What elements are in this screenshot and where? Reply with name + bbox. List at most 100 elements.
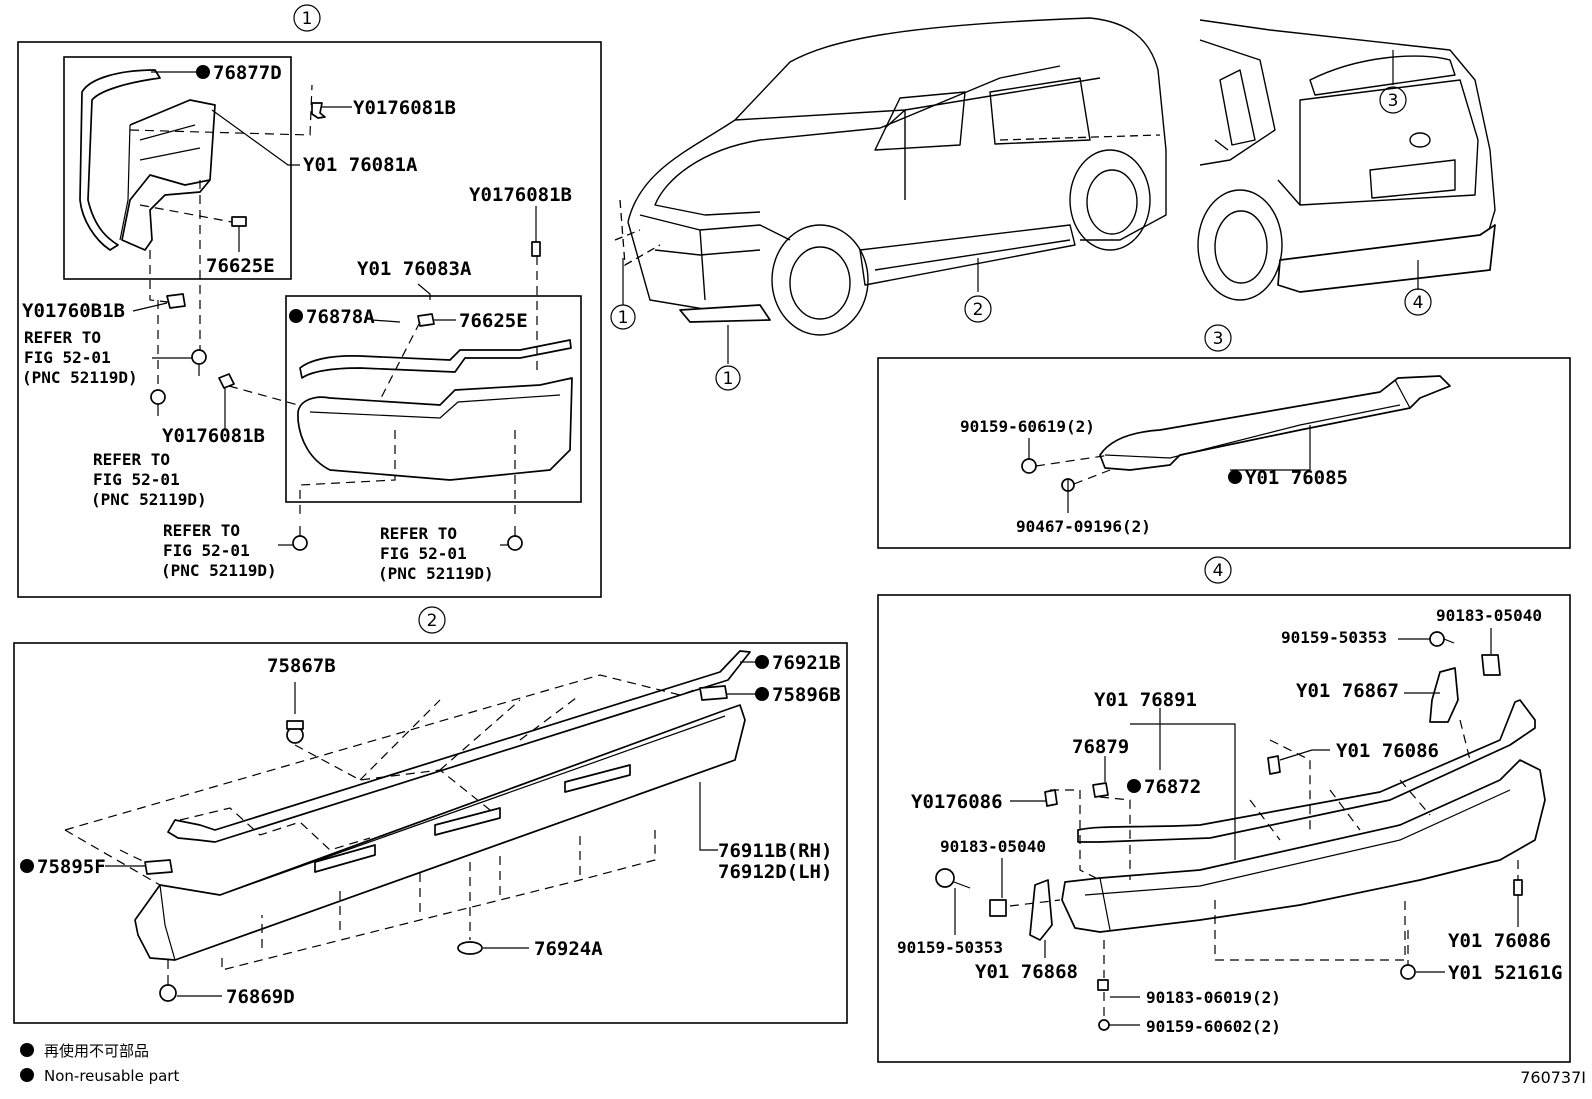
part-Y0176086-b: Y0176086 <box>911 791 1003 813</box>
part-76912D-LH: 76912D(LH) <box>718 861 832 883</box>
part-75896B: 75896B <box>772 684 841 706</box>
rear-lower-spoiler <box>1061 759 1546 933</box>
refer-note-b: REFER TO FIG 52-01 (PNC 52119D) <box>91 450 207 509</box>
part-Y0176891: Y01 76891 <box>1094 689 1197 711</box>
non-reusable-dot <box>20 859 34 873</box>
section1-callout: 1 <box>293 4 321 32</box>
rear-spoiler <box>1099 375 1451 471</box>
s4-labels: 90183-05040 90159-50353 Y01 76867 Y01 76… <box>897 606 1562 1036</box>
part-76879: 76879 <box>1072 736 1129 758</box>
section2-callout: 2 <box>418 606 446 634</box>
part-76924A: 76924A <box>534 938 603 960</box>
part-90183-05040-a: 90183-05040 <box>1436 606 1542 625</box>
svg-text:FIG 52-01: FIG 52-01 <box>24 348 111 367</box>
part-Y0176867: Y01 76867 <box>1296 680 1399 702</box>
part-Y0176083A: Y01 76083A <box>357 258 472 280</box>
part-Y0176081B-a: Y0176081B <box>353 97 456 119</box>
legend-text-en: Non-reusable part <box>44 1067 179 1085</box>
s4-fasteners <box>935 631 1523 1031</box>
part-Y0176085: Y01 76085 <box>1245 467 1348 489</box>
part-75867B: 75867B <box>267 655 336 677</box>
non-reusable-dot <box>755 655 769 669</box>
s3-labels: 90159-60619(2) Y01 76085 90467-09196(2) <box>960 417 1348 536</box>
non-reusable-dot <box>289 309 303 323</box>
svg-text:(PNC 52119D): (PNC 52119D) <box>378 564 494 583</box>
refer-note-d: REFER TO FIG 52-01 (PNC 52119D) <box>378 524 494 583</box>
callout-front-spoiler-1: 1 <box>715 365 741 391</box>
legend: 再使用不可部品 Non-reusable part <box>20 1042 179 1085</box>
part-Y0176081B-c: Y01760B1B <box>22 300 125 322</box>
part-90467-09196: 90467-09196(2) <box>1016 517 1151 536</box>
part-Y0176868: Y01 76868 <box>975 961 1078 983</box>
section1-inner-frame-lower <box>285 295 582 503</box>
section3-frame <box>877 357 1571 549</box>
svg-text:3: 3 <box>1388 91 1399 111</box>
svg-text:1: 1 <box>723 369 734 389</box>
svg-text:(PNC 52119D): (PNC 52119D) <box>161 561 277 580</box>
part-90159-60619: 90159-60619(2) <box>960 417 1095 436</box>
refer-note-a: REFER TO FIG 52-01 (PNC 52119D) <box>22 328 138 387</box>
part-90159-60602: 90159-60602(2) <box>1146 1017 1281 1036</box>
part-76921B: 76921B <box>772 652 841 674</box>
s1-labels: 76877D Y0176081B Y01 76081A 76625E Y0176… <box>22 62 572 583</box>
section1-inner-frame-upper <box>63 56 292 280</box>
legend-text-ja: 再使用不可部品 <box>44 1042 149 1060</box>
svg-text:(PNC 52119D): (PNC 52119D) <box>91 490 207 509</box>
svg-text:4: 4 <box>1213 561 1224 581</box>
svg-text:FIG 52-01: FIG 52-01 <box>93 470 180 489</box>
s1-fasteners <box>150 102 541 551</box>
part-76911B-RH: 76911B(RH) <box>718 840 832 862</box>
callout-rear-spoiler-3: 3 <box>1379 86 1407 114</box>
callout-side-skirt-2: 2 <box>964 295 992 323</box>
figure-id: 760737I <box>1520 1068 1586 1087</box>
svg-text:(PNC 52119D): (PNC 52119D) <box>22 368 138 387</box>
part-76878A: 76878A <box>306 306 375 328</box>
svg-text:3: 3 <box>1213 329 1224 349</box>
vehicle-rear-view <box>1197 19 1496 301</box>
s3-leaders <box>1028 425 1311 513</box>
side-skirt-molding <box>167 650 751 843</box>
s2-labels: 75867B 76921B 75896B 76911B(RH) 76912D(L… <box>20 652 841 1008</box>
svg-text:FIG 52-01: FIG 52-01 <box>163 541 250 560</box>
rear-lower-molding <box>1077 699 1536 843</box>
s2-leaders <box>105 661 756 997</box>
svg-text:4: 4 <box>1413 293 1424 313</box>
svg-text:REFER TO: REFER TO <box>380 524 457 543</box>
svg-text:REFER TO: REFER TO <box>93 450 170 469</box>
part-76872: 76872 <box>1144 776 1201 798</box>
svg-text:1: 1 <box>302 9 313 29</box>
front-lower-spoiler <box>297 339 573 481</box>
svg-text:2: 2 <box>973 300 984 320</box>
s3-fasteners <box>1021 458 1075 492</box>
callout-rear-bumper-4: 4 <box>1404 288 1432 316</box>
non-reusable-dot <box>196 65 210 79</box>
svg-text:REFER TO: REFER TO <box>24 328 101 347</box>
s4-leaders <box>954 628 1519 1026</box>
callout-front-lower-1: 1 <box>610 304 636 330</box>
part-76625E-a: 76625E <box>206 255 275 277</box>
part-Y0176086-a: Y01 76086 <box>1336 740 1439 762</box>
svg-text:1: 1 <box>618 308 629 328</box>
s1-leaders <box>132 71 537 546</box>
section2-frame <box>13 642 848 1024</box>
legend-dot-icon <box>20 1068 34 1082</box>
part-Y0176081A: Y01 76081A <box>303 154 418 176</box>
non-reusable-dot <box>755 687 769 701</box>
section4-callout: 4 <box>1204 556 1232 584</box>
vehicle-front-view <box>614 17 1167 364</box>
section3-callout: 3 <box>1204 324 1232 352</box>
s3-dashes <box>1035 454 1111 485</box>
svg-text:2: 2 <box>427 611 438 631</box>
part-90183-06019: 90183-06019(2) <box>1146 988 1281 1007</box>
part-Y0152161G: Y01 52161G <box>1448 962 1562 984</box>
part-90183-05040-b: 90183-05040 <box>940 837 1046 856</box>
s1-dashes <box>129 84 538 520</box>
svg-text:REFER TO: REFER TO <box>163 521 240 540</box>
non-reusable-dot <box>1127 779 1141 793</box>
refer-note-c: REFER TO FIG 52-01 (PNC 52119D) <box>161 521 277 580</box>
s4-dashes <box>1009 719 1519 1018</box>
non-reusable-dot <box>1228 470 1242 484</box>
part-Y0176081B-d: Y0176081B <box>162 425 265 447</box>
s2-dashes <box>64 674 701 975</box>
